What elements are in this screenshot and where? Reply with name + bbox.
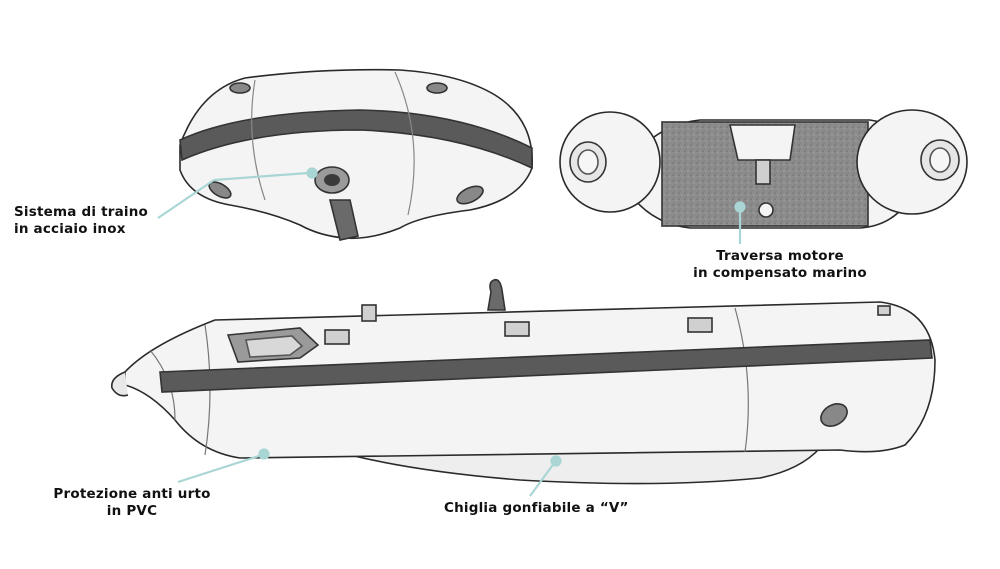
inflatable-keel-label: Chiglia gonfiabile a “V” — [444, 500, 629, 517]
pointers — [157, 167, 746, 497]
pointer-line-bumper — [177, 453, 263, 484]
bumper-protection-label-line2: in PVC — [106, 503, 158, 519]
rear-view — [559, 109, 968, 229]
bumper-protection-label-line1: Protezione anti urto — [53, 486, 211, 502]
motor-transom-label: Traversa motore in compensato marino — [680, 248, 880, 282]
pointer-line-towing-h — [213, 171, 309, 182]
pointer-line-keel — [529, 461, 556, 497]
inflatable-keel-label-line1: Chiglia gonfiabile a “V” — [444, 500, 629, 516]
motor-transom-label-line1: Traversa motore — [716, 248, 844, 264]
pointer-dot-transom — [734, 201, 746, 213]
motor-transom-label-line2: in compensato marino — [693, 265, 867, 281]
pointer-line-towing — [157, 179, 215, 219]
front-band — [179, 109, 533, 170]
front-hull — [179, 68, 533, 240]
pointer-dot-keel — [550, 455, 562, 467]
pointer-dot-bumper — [258, 448, 270, 460]
oarlock — [487, 278, 506, 311]
left-tube-end — [559, 111, 661, 213]
bumper-protection-label: Protezione anti urto in PVC — [42, 486, 222, 520]
rub-strake — [159, 339, 933, 393]
front-view — [179, 68, 533, 241]
towing-system-label-line1: Sistema di traino — [14, 204, 148, 220]
towing-system-label-line2: in acciaio inox — [14, 221, 126, 237]
side-view — [110, 278, 936, 485]
keel — [349, 447, 822, 485]
pointer-dot-towing — [306, 167, 318, 179]
right-tube-end — [856, 109, 968, 215]
towing-system-label: Sistema di traino in acciaio inox — [14, 204, 148, 238]
front-keel — [328, 199, 359, 241]
